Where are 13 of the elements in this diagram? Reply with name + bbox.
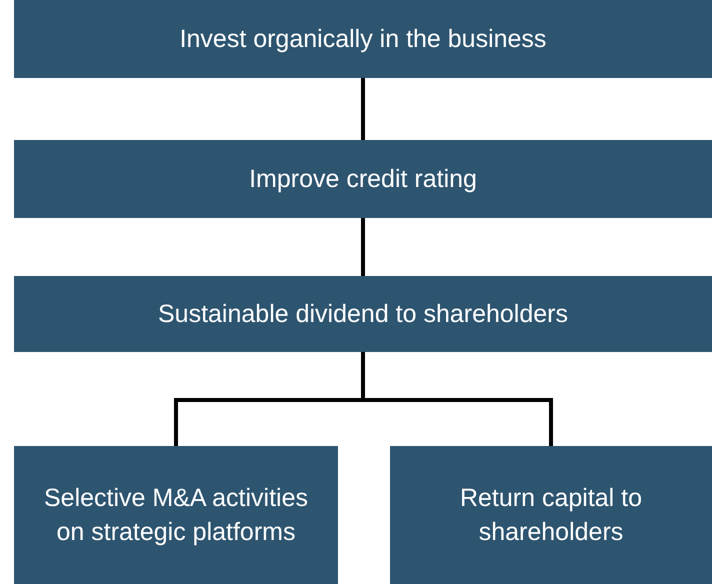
process-box <box>14 0 712 78</box>
connector-line <box>361 352 553 446</box>
process-box <box>14 140 712 218</box>
box-label: Improve credit rating <box>249 164 477 195</box>
connector-line <box>361 218 365 276</box>
box-label: Sustainable dividend to shareholders <box>158 299 568 330</box>
process-box <box>390 446 712 584</box>
box-label: Selective M&A activities on strategic platforms <box>43 483 309 548</box>
box-label: Invest organically in the business <box>180 24 546 55</box>
process-box <box>14 446 338 584</box>
box-label: Return capital to shareholders <box>458 483 644 548</box>
connector-line <box>361 78 365 140</box>
process-box <box>14 276 712 352</box>
